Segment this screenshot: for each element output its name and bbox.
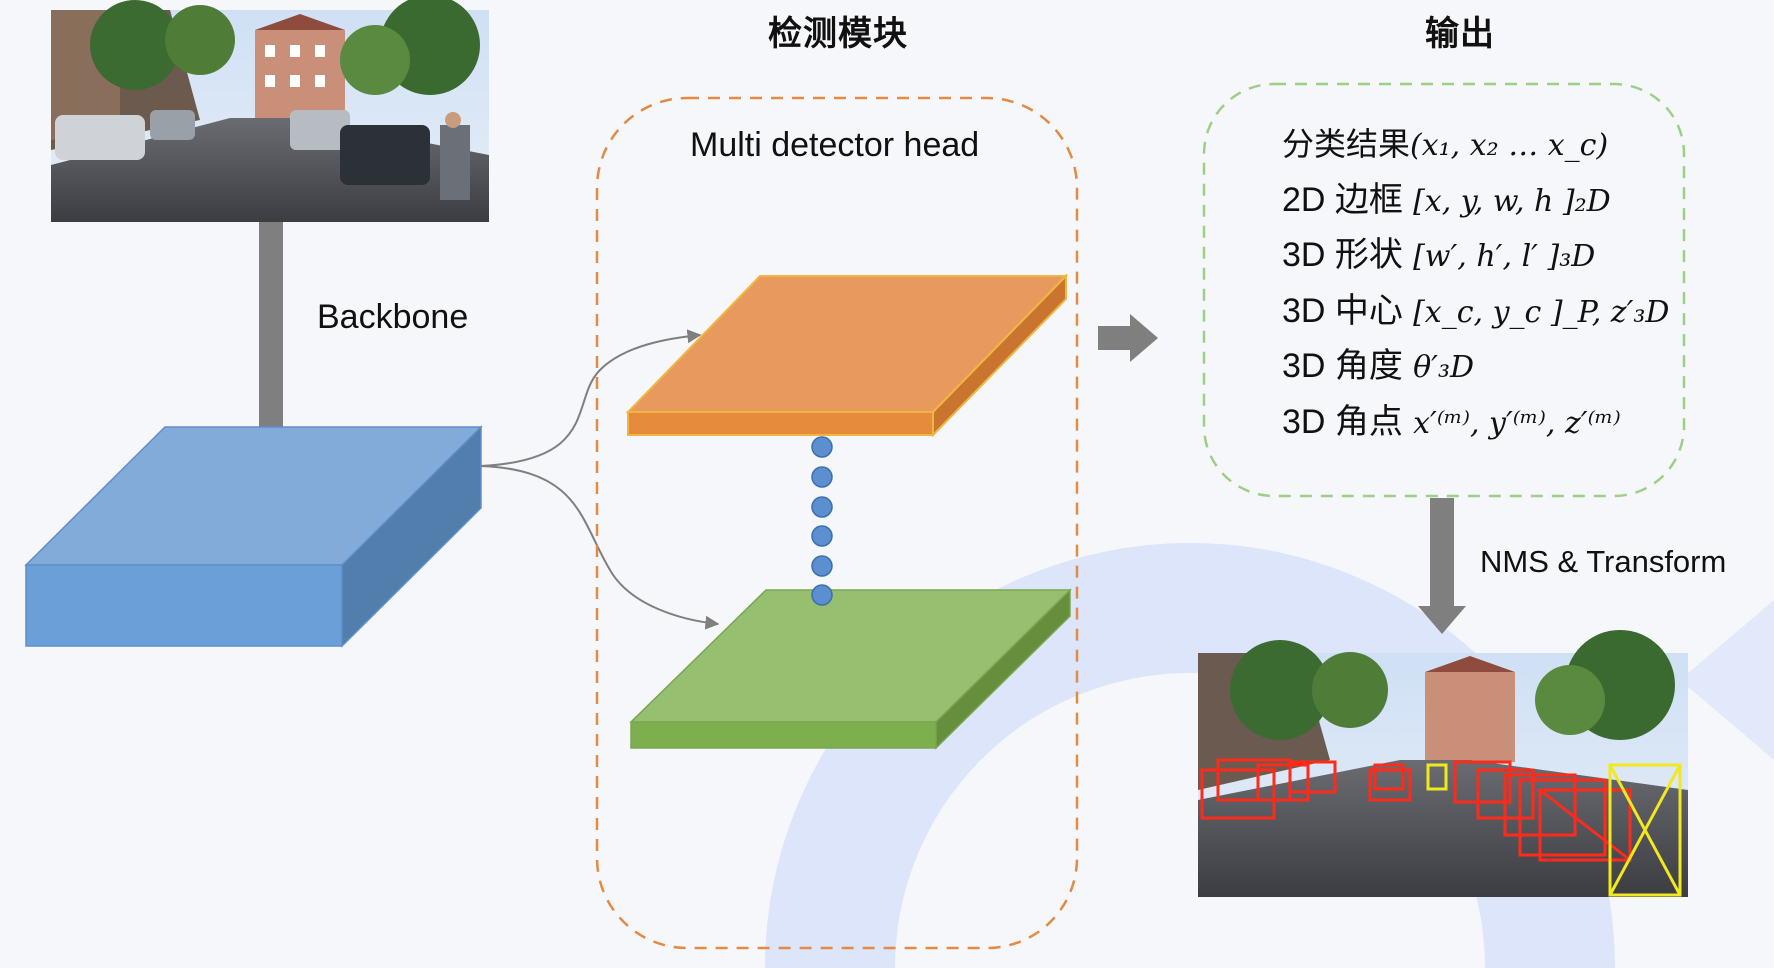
output-item-2d-box: 2D 边框 [x, y, w, h ]₂D [1282,178,1669,234]
nms-arrow [1418,498,1466,634]
output-frame [1202,82,1686,498]
output-item-3d-center: 3D 中心 [x_c, y_c ]_P, z′₃D [1282,289,1669,345]
output-item-name: 3D 中心 [1282,291,1403,330]
connector-to-head-top [480,329,702,467]
backbone-label: Backbone [317,298,469,336]
background-arc-right [1680,600,1774,760]
output-item-name: 3D 角度 [1282,347,1403,385]
output-title: 输出 [1425,14,1495,54]
connector-to-head-bottom [480,465,720,630]
detection-module-title: 检测模块 [768,14,908,54]
output-item-3d-corners: 3D 角点 x′⁽ᵐ⁾, y′⁽ᵐ⁾, z′⁽ᵐ⁾ [1282,400,1669,456]
head-bottom-block [629,588,1072,750]
result-detection-photo [1198,630,1688,897]
output-item-formula: x′⁽ᵐ⁾, y′⁽ᵐ⁾, z′⁽ᵐ⁾ [1413,405,1621,441]
output-item-name: 2D 边框 [1282,180,1403,219]
nms-transform-label: NMS & Transform [1480,544,1727,579]
output-item-classification: 分类结果(x₁, x₂ … x_c) [1282,122,1669,178]
output-item-name: 3D 角点 [1282,402,1403,441]
output-item-formula: [x_c, y_c ]_P, z′₃D [1413,294,1670,330]
output-item-formula: [w′, h′, l′ ]₃D [1413,239,1596,274]
head-ellipsis-dots [811,436,833,606]
output-arrow [1098,314,1158,362]
feature-map-block [24,425,483,648]
output-item-3d-shape: 3D 形状 [w′, h′, l′ ]₃D [1282,233,1669,289]
output-item-formula: θ′₃D [1413,350,1475,385]
output-item-3d-angle: 3D 角度 θ′₃D [1282,344,1669,400]
head-top-block [625,273,1069,438]
output-item-name: 分类结果 [1282,125,1411,163]
output-list: 分类结果(x₁, x₂ … x_c) 2D 边框 [x, y, w, h ]₂D… [1282,122,1669,455]
input-street-photo [51,0,489,222]
detector-head-frame [595,96,1079,950]
detector-head-label: Multi detector head [690,126,980,164]
output-item-name: 3D 形状 [1282,236,1403,274]
output-item-formula: (x₁, x₂ … x_c) [1410,128,1609,163]
output-item-formula: [x, y, w, h ]₂D [1413,183,1611,219]
